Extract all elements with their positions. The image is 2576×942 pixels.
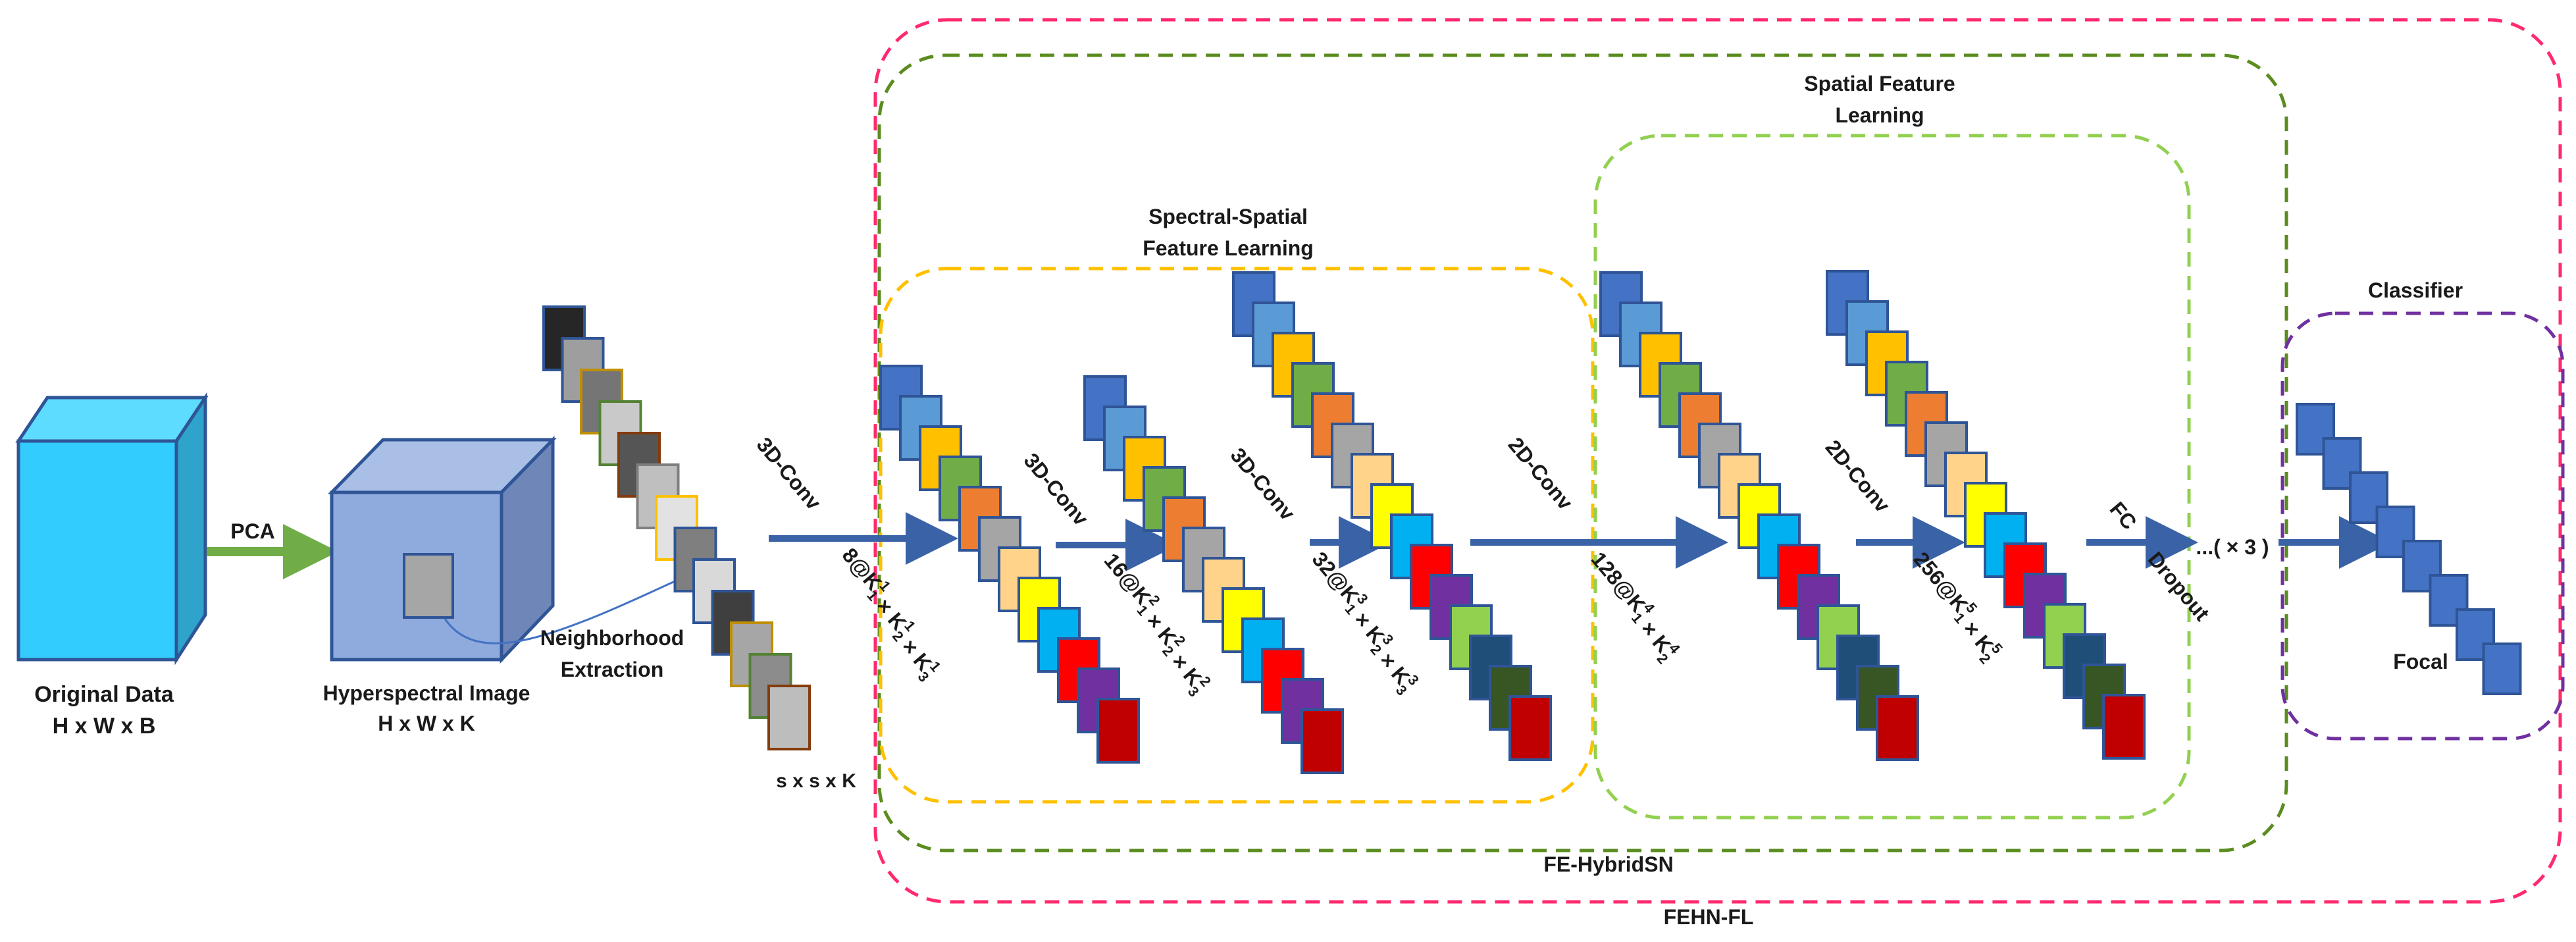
feature-stack-2	[1083, 375, 1344, 774]
patch-size-label: s x s x K	[776, 770, 856, 792]
conv-label-4: 2D-Conv	[1504, 432, 1578, 514]
focal-stack	[2296, 403, 2522, 695]
fehn-fl-title: FEHN-FL	[1664, 905, 1754, 929]
hyperspectral-dims: H x W x K	[378, 712, 475, 735]
spectral-spatial-subtitle: Feature Learning	[1143, 236, 1314, 260]
repeat-label: ...( × 3 )	[2196, 535, 2269, 559]
fe-hybridsn-box	[877, 53, 2288, 852]
feature-stack-3	[1232, 271, 1552, 761]
neighborhood-label: Neighborhood	[540, 626, 684, 650]
feature-stack-1	[879, 365, 1140, 764]
original-data-dims: H x W x B	[53, 714, 156, 739]
feature-map-square	[1508, 695, 1552, 761]
conv-label-1: 3D-Conv	[752, 432, 826, 514]
feature-stack-5	[1826, 270, 2146, 760]
feature-map-square	[2322, 437, 2362, 490]
feature-map-square	[2375, 506, 2415, 558]
neighborhood-patch	[403, 553, 454, 619]
fe-hybridsn-title: FE-HybridSN	[1543, 852, 1673, 876]
dropout-label: Dropout	[2144, 547, 2215, 625]
conv-label-2: 3D-Conv	[1019, 448, 1093, 530]
pca-label: PCA	[230, 519, 275, 543]
feature-map-square	[1096, 698, 1140, 764]
cube-icon	[15, 396, 209, 443]
feature-map-square	[2456, 608, 2495, 661]
hyperspectral-label: Hyperspectral Image	[323, 681, 530, 705]
classifier-box	[2280, 311, 2565, 741]
spatial-feature-subtitle: Learning	[1835, 103, 1924, 127]
original-data-label: Original Data	[34, 682, 174, 707]
feature-map-square	[2102, 694, 2146, 760]
fehn-fl-box	[873, 18, 2562, 904]
spatial-feature-box	[1593, 134, 2191, 820]
focal-label: Focal	[2393, 650, 2448, 673]
dims-label-1: 8@K11 × K12 × K13	[823, 541, 954, 685]
hyperspectral-cube	[328, 435, 557, 664]
conv-label-3: 3D-Conv	[1226, 443, 1300, 525]
fc-label: FC	[2105, 497, 2142, 534]
feature-map-square	[1876, 695, 1919, 761]
neighborhood-extraction-arrow	[444, 567, 703, 644]
conv-label-5: 2D-Conv	[1821, 435, 1895, 517]
feature-map-square	[1301, 708, 1344, 774]
original-data-cube	[15, 392, 209, 666]
spatial-feature-title: Spatial Feature	[1804, 72, 1955, 95]
extraction-label: Extraction	[561, 658, 663, 681]
classifier-title: Classifier	[2368, 278, 2463, 302]
feature-map-square	[767, 685, 811, 750]
spectral-spatial-title: Spectral-Spatial	[1148, 205, 1308, 228]
feature-map-square	[2482, 642, 2522, 695]
input-patch-stack	[542, 305, 811, 750]
feature-stack-4	[1599, 271, 1919, 761]
